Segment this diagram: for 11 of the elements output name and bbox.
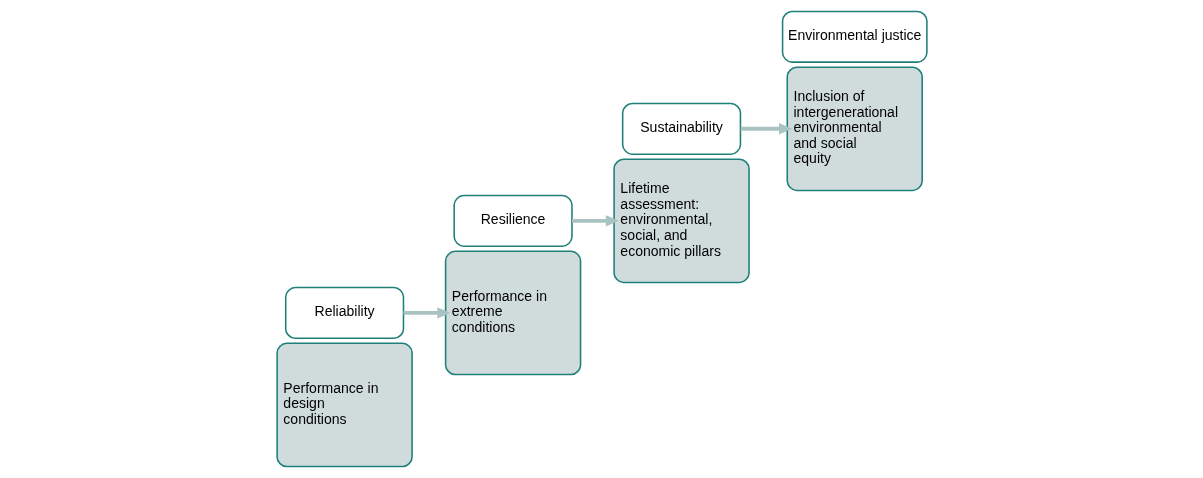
node-box: Resilience xyxy=(452,194,573,247)
node-box: Performance in design conditions xyxy=(275,342,413,468)
node-box: Inclusion of intergenerational environmental and social equity xyxy=(786,66,923,192)
node-box: Environmental justice xyxy=(781,10,928,63)
node-box: Performance in extreme conditions xyxy=(444,250,581,376)
arrow xyxy=(740,123,792,135)
node-box: Reliability xyxy=(284,286,404,340)
arrow xyxy=(403,307,450,319)
node-box: Lifetime assessment: environmental, social, and economic pillars xyxy=(612,158,750,284)
arrow xyxy=(571,215,619,227)
node-box: Sustainability xyxy=(621,102,741,155)
